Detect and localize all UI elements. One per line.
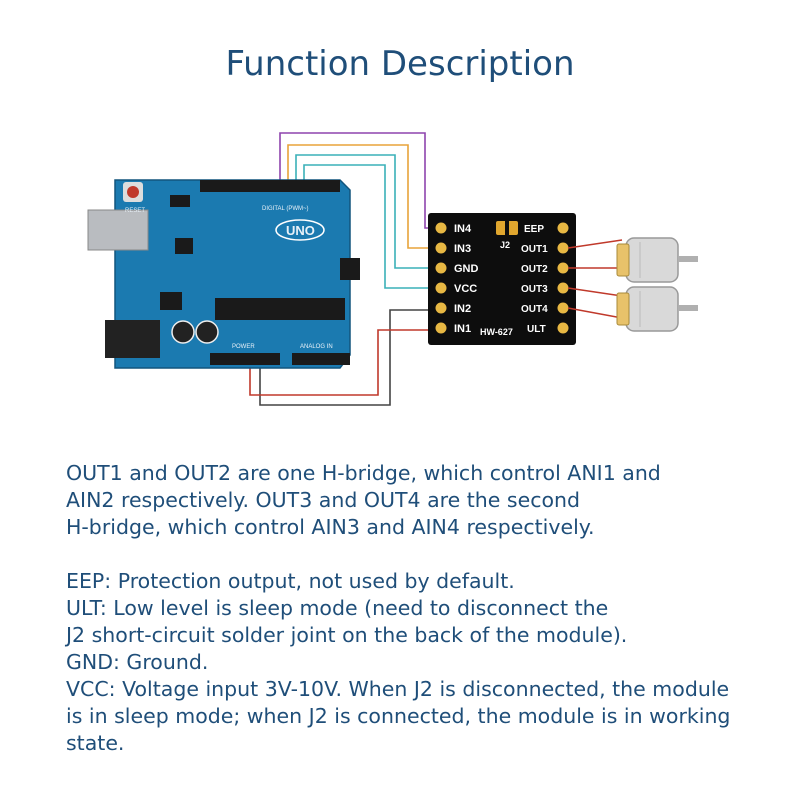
uno-logo-text: UNO <box>286 223 315 238</box>
pin-label-vcc: VCC <box>454 283 477 295</box>
desc-line: AIN2 respectively. OUT3 and OUT4 are the… <box>66 488 581 512</box>
digital-header-label: DIGITAL (PWM~) <box>262 206 309 212</box>
wire-in2 <box>259 309 440 406</box>
wire-gnd <box>295 154 440 269</box>
pin-label-in2: IN2 <box>454 303 471 315</box>
pin-label-in1: IN1 <box>454 323 471 335</box>
wire-vcc <box>303 164 440 289</box>
analog-header <box>292 353 350 365</box>
power-header <box>210 353 280 365</box>
desc-line: H-bridge, which control AIN3 and AIN4 re… <box>66 515 595 539</box>
power-label: POWER <box>232 344 255 350</box>
pin-label-eep: EEP <box>524 224 544 235</box>
capacitor-1 <box>171 320 195 344</box>
pin-label-in3: IN3 <box>454 243 471 255</box>
pin-label-ult: ULT <box>527 324 546 335</box>
power-jack <box>105 320 160 358</box>
right-pin-group: EEP OUT1 OUT2 OUT3 OUT4 ULT <box>521 222 569 335</box>
desc-line: EEP: Protection output, not used by defa… <box>66 569 515 593</box>
wire-in1 <box>249 329 440 396</box>
module-name: HW-627 <box>480 327 513 337</box>
analog-label: ANALOG IN <box>300 344 333 350</box>
pin-label-gnd: GND <box>454 263 479 275</box>
motor-2 <box>616 286 698 332</box>
desc-line: ULT: Low level is sleep mode (need to di… <box>66 596 609 620</box>
wire-in3 <box>287 144 440 249</box>
desc-line: VCC: Voltage input 3V-10V. When J2 is di… <box>66 677 730 701</box>
desc-line: GND: Ground. <box>66 650 209 674</box>
microcontroller-chip <box>215 298 345 320</box>
driver-module: J2 HW-627 IN4 IN3 GND VCC IN2 IN1 EEP <box>428 213 576 345</box>
digital-header <box>200 180 340 192</box>
left-pin-group: IN4 IN3 GND VCC IN2 IN1 <box>435 222 479 335</box>
motor-1 <box>616 237 698 283</box>
desc-line: OUT1 and OUT2 are one H-bridge, which co… <box>66 461 661 485</box>
pin-label-out4: OUT4 <box>521 304 548 315</box>
motor-wires <box>567 239 623 319</box>
pin-label-out3: OUT3 <box>521 284 548 295</box>
pin-label-out2: OUT2 <box>521 264 548 275</box>
pin-label-out1: OUT1 <box>521 244 548 255</box>
jumper-label: J2 <box>500 240 510 250</box>
arduino-board: RESET DIGITAL (PWM~) UNO POWER ANALOG IN <box>87 179 360 369</box>
capacitor-2 <box>195 320 219 344</box>
reset-label: RESET <box>125 208 145 214</box>
description: OUT1 and OUT2 are one H-bridge, which co… <box>66 460 776 757</box>
signal-wires <box>249 132 440 406</box>
desc-line: J2 short-circuit solder joint on the bac… <box>66 623 628 647</box>
desc-line: state. <box>66 731 125 755</box>
page-title: Function Description <box>225 44 575 84</box>
desc-line: is in sleep mode; when J2 is connected, … <box>66 704 731 728</box>
usb-port <box>87 209 149 251</box>
pin-label-in4: IN4 <box>454 223 472 235</box>
uno-logo <box>275 219 325 241</box>
